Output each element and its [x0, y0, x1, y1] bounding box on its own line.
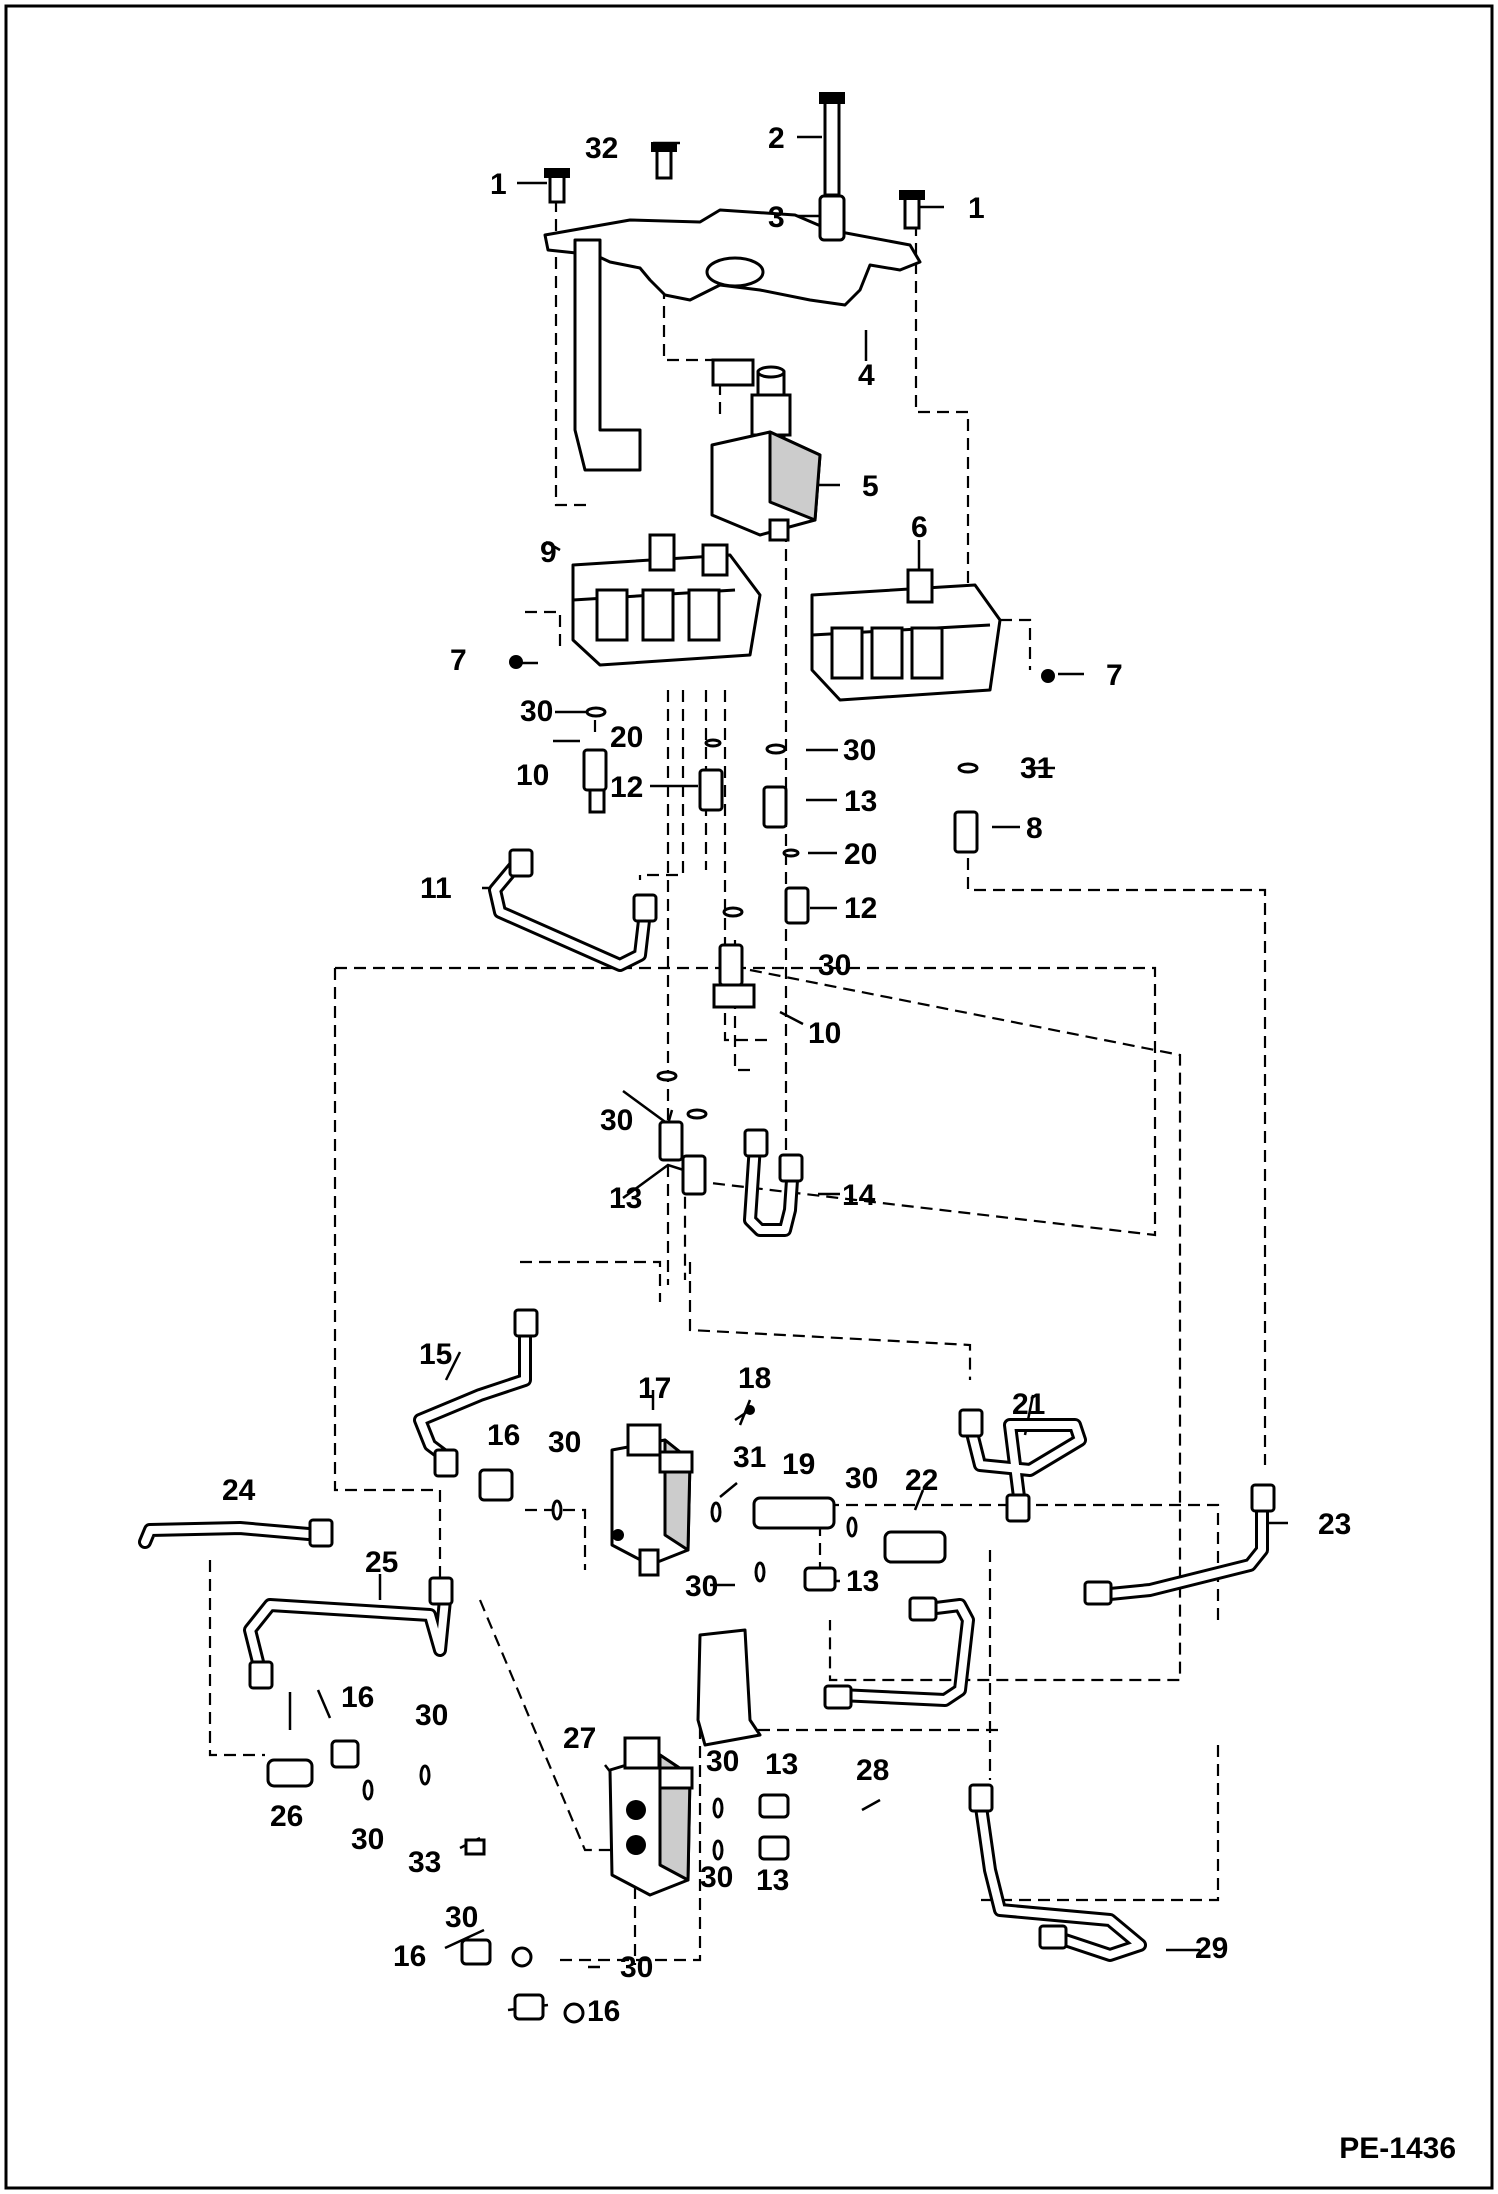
tube-nuts: [248, 848, 1276, 1950]
top-fasteners: [544, 92, 925, 242]
callout-10: 10: [808, 1017, 841, 1050]
plate-hole: [705, 256, 765, 288]
bolt-32-head: [651, 142, 677, 152]
mounting-bracket: [573, 238, 642, 472]
bolt-1-left-head: [544, 168, 570, 178]
callout-16: 16: [341, 1681, 374, 1714]
callout-30: 30: [818, 949, 851, 982]
callout-15: 15: [419, 1338, 452, 1371]
callout-7: 7: [450, 644, 467, 677]
callout-30: 30: [685, 1570, 718, 1603]
spacer-3: [818, 194, 846, 242]
callout-29: 29: [1195, 1932, 1228, 1965]
hydraulic-tubes: [138, 853, 1269, 1962]
callout-31: 31: [1020, 752, 1053, 785]
bolt-2-head: [819, 92, 845, 104]
valve-bank-9: [571, 533, 762, 667]
callout-18: 18: [738, 1362, 771, 1395]
fittings: [266, 748, 979, 2021]
callout-7: 7: [1106, 659, 1123, 692]
callout-1: 1: [968, 192, 985, 225]
callout-30: 30: [845, 1462, 878, 1495]
bolt-1-right: [903, 194, 921, 230]
assembly-dashed-lines: [208, 200, 1267, 1965]
callout-16: 16: [393, 1940, 426, 1973]
callout-16: 16: [487, 1419, 520, 1452]
callout-5: 5: [862, 470, 879, 503]
callout-30: 30: [706, 1745, 739, 1778]
callout-21: 21: [1012, 1388, 1045, 1421]
callout-30: 30: [445, 1901, 478, 1934]
callout-31: 31: [733, 1441, 766, 1474]
callout-4: 4: [858, 359, 875, 392]
mounting-plate: [543, 208, 922, 472]
callout-32: 32: [585, 132, 618, 165]
callout-28: 28: [856, 1754, 889, 1787]
callout-10: 10: [516, 759, 549, 792]
callout-8: 8: [1026, 812, 1043, 845]
callout-30: 30: [600, 1104, 633, 1137]
callout-24: 24: [222, 1474, 256, 1507]
callout-13: 13: [844, 785, 877, 818]
callout-20: 20: [844, 838, 877, 871]
callout-30: 30: [700, 1861, 733, 1894]
callout-26: 26: [270, 1800, 303, 1833]
callout-23: 23: [1318, 1508, 1351, 1541]
callout-2: 2: [768, 122, 785, 155]
callout-13: 13: [756, 1864, 789, 1897]
callout-13: 13: [846, 1565, 879, 1598]
callout-12: 12: [610, 771, 643, 804]
callout-9: 9: [540, 536, 557, 569]
nut-7-left: [509, 655, 523, 669]
callout-labels: 1 1 2 3 4 5 6 7 7 8 9 10 10 11 12 12 13 …: [222, 122, 1351, 2028]
callout-30: 30: [843, 734, 876, 767]
callout-33: 33: [408, 1846, 441, 1879]
o-rings: [362, 706, 979, 2024]
callout-3: 3: [768, 201, 785, 234]
callout-13: 13: [609, 1182, 642, 1215]
pilot-control-valve: [710, 358, 822, 542]
callout-14: 14: [842, 1179, 876, 1212]
callout-22: 22: [905, 1464, 938, 1497]
callout-17: 17: [638, 1372, 671, 1405]
page-border: [4, 4, 1494, 2190]
callout-1: 1: [490, 168, 507, 201]
selector-valve-17: [610, 1405, 755, 1577]
callout-30: 30: [520, 695, 553, 728]
callout-27: 27: [563, 1722, 596, 1755]
valve-bank-6: [810, 568, 1002, 702]
callout-16: 16: [587, 1995, 620, 2028]
callout-19: 19: [782, 1448, 815, 1481]
callout-25: 25: [365, 1546, 398, 1579]
nut-7-right: [1041, 669, 1055, 683]
callout-30: 30: [351, 1823, 384, 1856]
callout-30: 30: [548, 1426, 581, 1459]
figure-code: PE-1436: [1339, 2132, 1456, 2165]
callout-6: 6: [911, 511, 928, 544]
bolt-2: [823, 98, 841, 197]
callout-30: 30: [415, 1699, 448, 1732]
selector-valve-27: [608, 1628, 762, 1897]
callout-13: 13: [765, 1748, 798, 1781]
bolt-32: [655, 146, 673, 180]
callout-11: 11: [420, 872, 452, 905]
bolt-1-right-head: [899, 190, 925, 200]
callout-12: 12: [844, 892, 877, 925]
callout-20: 20: [610, 721, 643, 754]
callout-30: 30: [620, 1951, 653, 1984]
